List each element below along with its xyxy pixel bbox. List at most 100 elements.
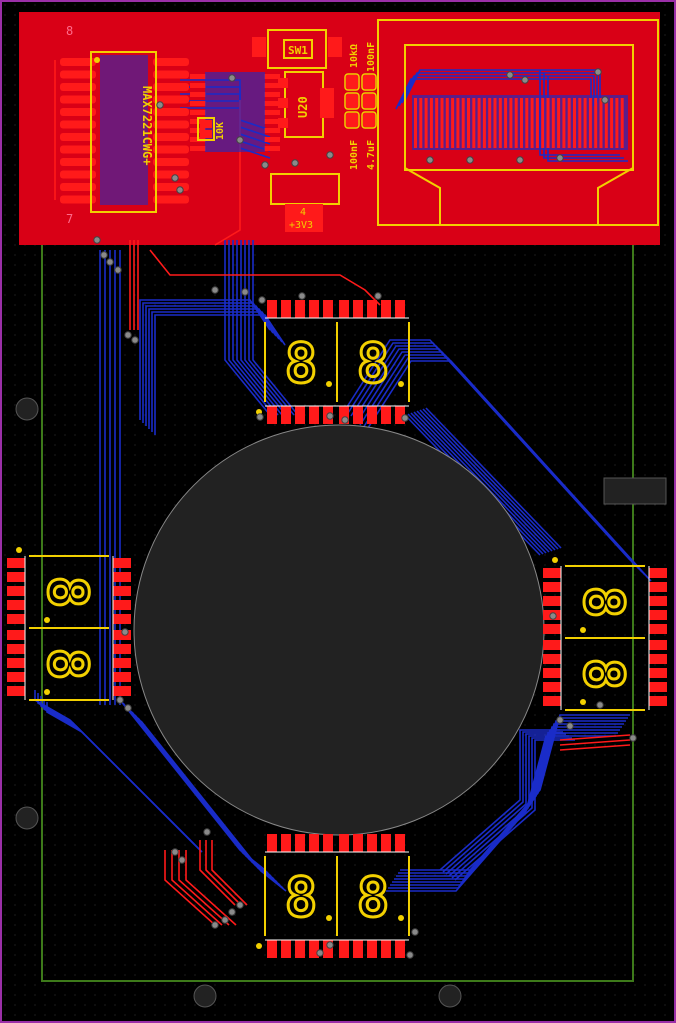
ic-pad <box>153 58 189 66</box>
via <box>594 68 602 76</box>
display-pad <box>113 558 131 568</box>
trace <box>419 409 556 551</box>
trace <box>46 702 203 853</box>
display-pad <box>649 668 667 678</box>
via <box>298 292 306 300</box>
ic-pad <box>190 74 206 79</box>
display-pad <box>367 406 377 424</box>
fpc-finger <box>440 98 444 148</box>
via <box>261 161 269 169</box>
fpc-finger <box>551 98 555 148</box>
display-pad <box>7 644 25 654</box>
display-pad <box>649 682 667 692</box>
ic-pad <box>60 133 96 141</box>
display-pad <box>367 300 377 318</box>
via <box>411 928 419 936</box>
power-pin-label: 4 <box>300 207 306 218</box>
mounting-hole <box>193 984 217 1008</box>
cap-top-label: 100nF <box>366 42 377 72</box>
via <box>156 101 164 109</box>
trace <box>451 737 572 879</box>
display-pad <box>113 658 131 668</box>
fpc-finger <box>557 98 561 148</box>
fpc-finger <box>488 98 492 148</box>
display-digit-label: 8 <box>572 658 635 691</box>
mounting-hole <box>15 806 39 830</box>
via <box>556 716 564 724</box>
fpc-finger <box>493 98 497 148</box>
via <box>100 251 108 259</box>
via <box>211 921 219 929</box>
trace <box>394 723 624 880</box>
ic-pad <box>153 108 189 116</box>
display-pad <box>7 630 25 640</box>
display-digit-label: 8 <box>357 866 390 929</box>
display-pad <box>113 614 131 624</box>
display-pad <box>309 940 319 958</box>
mounting-hole <box>438 984 462 1008</box>
ic-pad <box>60 83 96 91</box>
display-pad <box>7 558 25 568</box>
via <box>106 258 114 266</box>
trace <box>171 850 223 926</box>
trace <box>185 850 237 926</box>
trace <box>211 840 248 906</box>
ic-pad <box>60 120 96 129</box>
display-pad <box>113 600 131 610</box>
cap-mid-label: 100nF <box>349 140 360 170</box>
fpc-finger <box>525 98 529 148</box>
fpc-finger <box>477 98 481 148</box>
regulator-u20: U20 <box>278 71 334 138</box>
ic-pad <box>264 110 280 115</box>
trace <box>559 739 631 746</box>
trace <box>396 720 626 877</box>
trace <box>140 720 287 892</box>
via <box>506 71 514 79</box>
vias <box>93 68 637 959</box>
display-pad <box>323 834 333 852</box>
ic-body-silkscreen <box>90 51 157 213</box>
display-pad <box>395 406 405 424</box>
pin1-marker <box>94 57 100 63</box>
display-right: 88 <box>543 557 667 711</box>
display-digit: 8 <box>336 300 410 424</box>
display-pad <box>281 406 291 424</box>
ic-pad <box>60 58 96 66</box>
display-pad <box>281 834 291 852</box>
ic-pad <box>60 183 96 191</box>
via <box>228 74 236 82</box>
passive-pad <box>363 75 375 89</box>
fpc-finger <box>610 98 614 148</box>
trace <box>398 75 595 107</box>
display-pad <box>267 834 277 852</box>
display-digit-label: 8 <box>285 866 318 929</box>
display-pad <box>295 940 305 958</box>
display-pad <box>381 406 391 424</box>
via <box>116 696 124 704</box>
display-pad <box>353 940 363 958</box>
fpc-finger <box>472 98 476 148</box>
fpc-finger <box>578 98 582 148</box>
via <box>258 296 266 304</box>
ic-pad <box>60 170 96 179</box>
display-pad <box>113 686 131 696</box>
display-pad <box>649 624 667 634</box>
display-pad <box>543 624 561 634</box>
trace <box>252 240 299 416</box>
via <box>228 908 236 916</box>
trace <box>404 69 601 101</box>
via <box>171 848 179 856</box>
pin-label-top: 8 <box>66 24 73 38</box>
display-pad <box>543 696 561 706</box>
display-pad <box>339 834 349 852</box>
display-pad <box>543 682 561 692</box>
trace <box>398 717 628 874</box>
display-pad <box>113 586 131 596</box>
fpc-finger <box>498 98 502 148</box>
fpc-connector <box>377 19 659 226</box>
fpc-finger <box>456 98 460 148</box>
display-pad <box>281 300 291 318</box>
